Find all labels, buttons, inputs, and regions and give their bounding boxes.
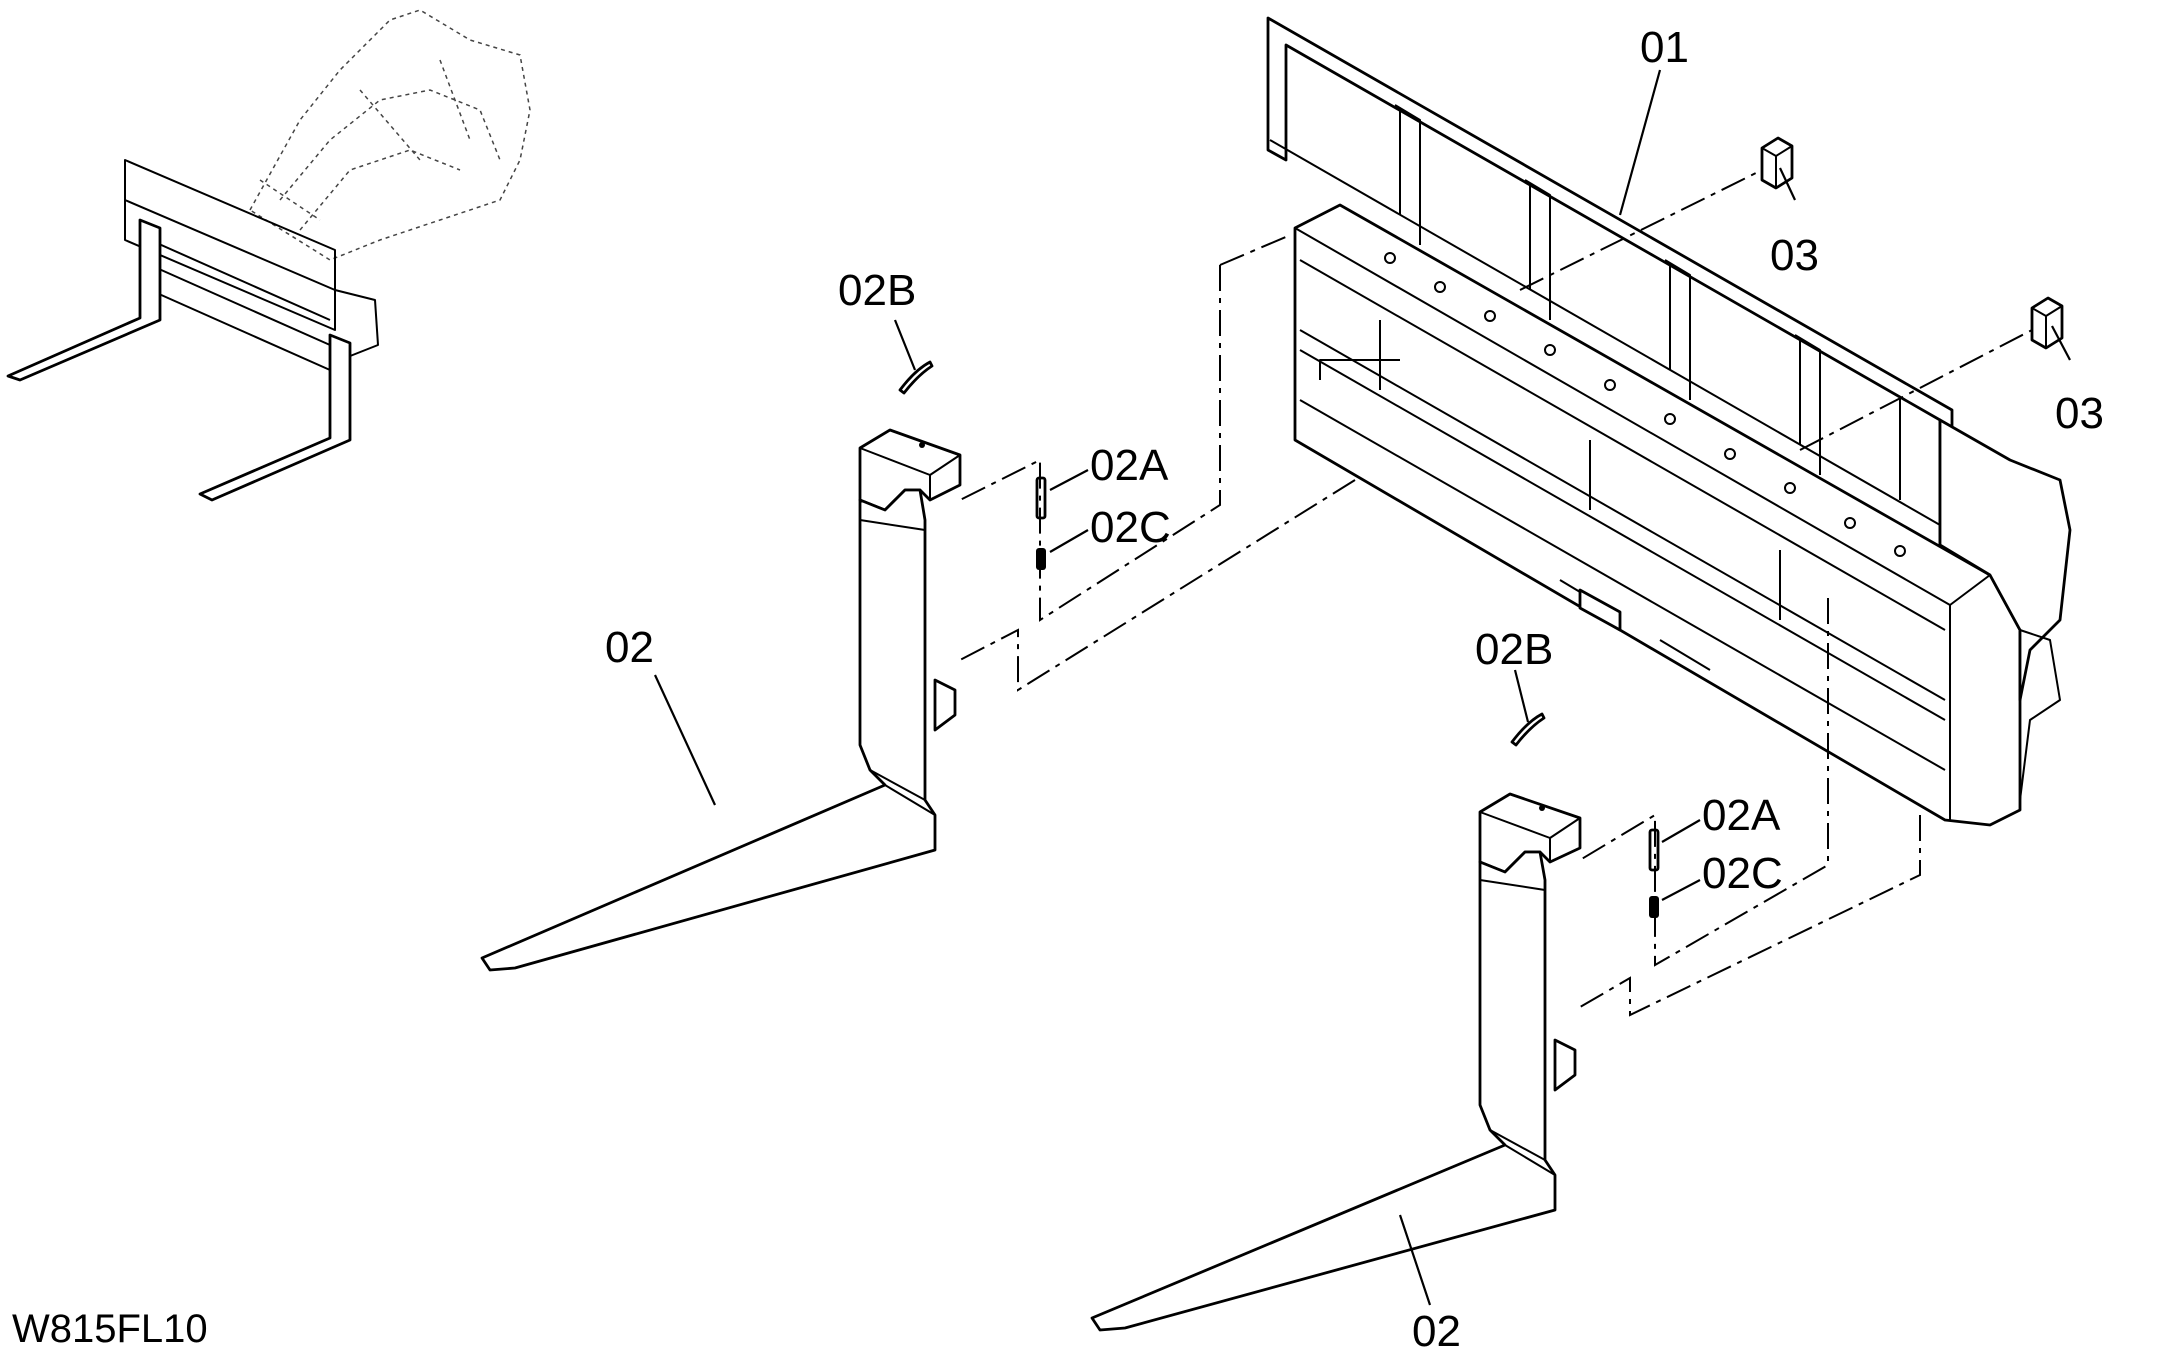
label-pad-bottom: 03: [2055, 389, 2104, 438]
label-fork-right: 02: [1412, 1307, 1461, 1353]
pad-top: [1760, 136, 1794, 190]
callout-labels: 01 03 03 02B 02A 02C 02 02B 02A 02C 02: [605, 23, 2104, 1353]
label-clip-right: 02B: [1475, 625, 1553, 674]
label-frame: 01: [1640, 23, 1689, 72]
leader-lines: [654, 69, 2071, 1306]
fork-frame: [1266, 16, 2072, 827]
label-spring-right: 02C: [1702, 849, 1783, 898]
spring-right: [1649, 896, 1659, 918]
label-fork-left: 02: [605, 623, 654, 672]
label-clip-left: 02B: [838, 266, 916, 315]
label-pad-top: 03: [1770, 231, 1819, 280]
label-spring-left: 02C: [1090, 503, 1171, 552]
fork-left: [480, 428, 962, 972]
pad-bottom: [2030, 296, 2064, 350]
clip-right: [1510, 712, 1546, 747]
mounting-holes: [1384, 252, 1906, 557]
fork-right: [1090, 792, 1582, 1332]
overview-thumbnail: [6, 9, 531, 502]
drawing-code: W815FL10: [12, 1307, 208, 1351]
clip-left: [898, 360, 934, 395]
label-pin-right: 02A: [1702, 791, 1781, 840]
label-pin-left: 02A: [1090, 441, 1169, 490]
assembly-lines: [959, 169, 2033, 1017]
